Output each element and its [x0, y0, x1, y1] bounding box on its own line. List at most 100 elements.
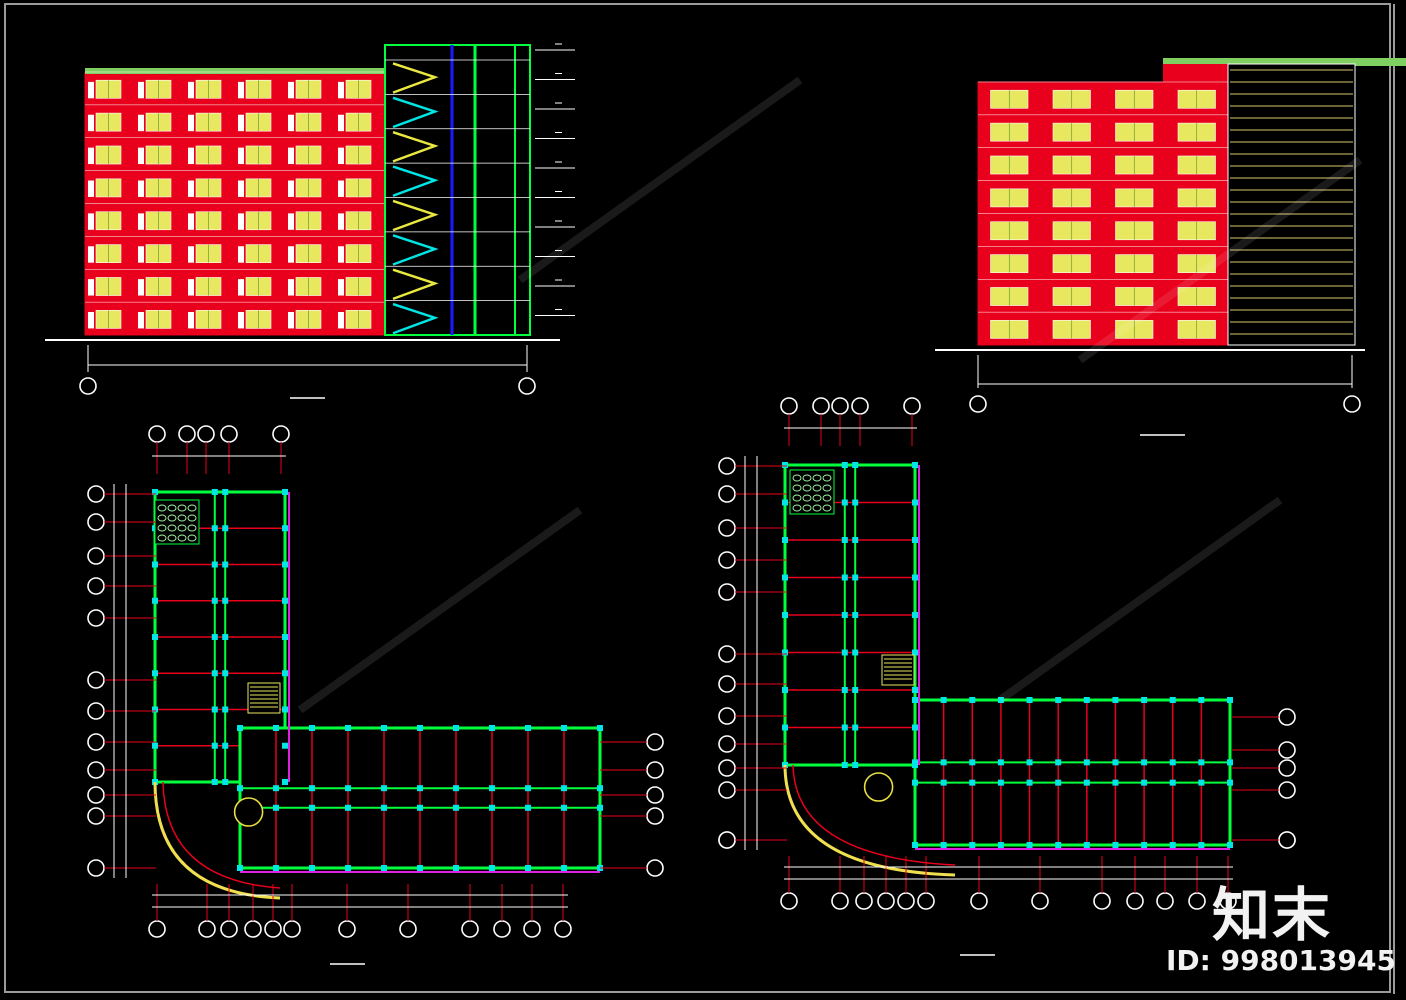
structural-column — [381, 804, 387, 811]
structural-column — [345, 725, 351, 731]
fixture — [187, 504, 197, 512]
axis-bubble — [718, 645, 736, 663]
structural-column — [1112, 842, 1119, 848]
structural-column — [1141, 759, 1148, 766]
fixture — [792, 484, 802, 492]
fixture — [822, 504, 832, 512]
axis-bubble — [87, 609, 105, 627]
axis-bubble — [1031, 892, 1049, 910]
structural-column — [912, 759, 918, 766]
fixture — [802, 504, 812, 512]
axis-bubble — [87, 702, 105, 720]
watermark-stroke — [517, 76, 803, 284]
axis-bubble — [272, 425, 290, 443]
axis-bubble — [198, 920, 216, 938]
structural-column — [282, 779, 288, 785]
stair-flight — [392, 199, 439, 232]
structural-column — [152, 706, 158, 713]
structural-column — [211, 489, 218, 495]
structural-column — [782, 612, 788, 618]
pier-window — [138, 213, 144, 230]
stair-flight — [392, 268, 439, 301]
structural-column — [969, 759, 976, 766]
structural-column — [237, 865, 243, 871]
structural-column — [1055, 697, 1062, 703]
stair-block — [881, 654, 915, 686]
structural-column — [273, 865, 279, 871]
fixture — [802, 474, 812, 482]
axis-bubble — [338, 920, 356, 938]
structural-column — [237, 725, 243, 731]
pier-window — [138, 180, 144, 197]
axis-bubble — [87, 547, 105, 565]
fixture — [167, 514, 177, 522]
structural-column — [1227, 842, 1233, 848]
structural-column — [1026, 779, 1033, 786]
structural-column — [417, 725, 423, 731]
structural-column — [282, 670, 288, 677]
axis-bubble — [461, 920, 479, 938]
structural-column — [211, 742, 218, 749]
structural-column — [222, 742, 229, 749]
structural-column — [211, 779, 218, 785]
axis-bubble — [523, 920, 541, 938]
pier-window — [138, 246, 144, 263]
axis-bubble — [87, 807, 105, 825]
structural-column — [1026, 759, 1033, 766]
axis-bubble — [855, 892, 873, 910]
watermark-stroke — [297, 506, 583, 714]
axis-bubble — [903, 397, 921, 415]
axis-bubble — [264, 920, 282, 938]
structural-column — [1055, 759, 1062, 766]
structural-column — [152, 742, 158, 749]
pier-window — [88, 147, 94, 165]
structural-column — [381, 865, 387, 871]
axis-bubble — [493, 920, 511, 938]
axis-bubble — [780, 892, 798, 910]
pier-window — [88, 279, 94, 296]
parapet — [85, 68, 385, 74]
toilet-block — [789, 469, 835, 515]
structural-column — [1198, 697, 1205, 703]
pier-window — [188, 81, 194, 99]
axis-bubble — [244, 920, 262, 938]
structural-column — [782, 574, 788, 581]
pier-window — [188, 114, 194, 132]
pier-window — [188, 147, 194, 165]
axis-bubble — [1188, 892, 1206, 910]
pier-window — [338, 246, 344, 263]
pier-window — [288, 81, 294, 99]
structural-column — [841, 762, 848, 768]
structural-column — [1112, 759, 1119, 766]
structural-column — [1083, 759, 1090, 766]
axis-bubble — [1126, 892, 1144, 910]
parapet — [1163, 58, 1406, 66]
fixture — [177, 524, 187, 532]
curved-wall-inner — [162, 781, 281, 889]
structural-column — [940, 842, 947, 848]
structural-column — [222, 706, 229, 713]
fixture — [177, 504, 187, 512]
fixture — [157, 514, 167, 522]
structural-column — [782, 499, 788, 506]
axis-bubble — [1278, 831, 1296, 849]
structural-column — [152, 670, 158, 677]
pier-window — [238, 246, 244, 263]
structural-column — [222, 525, 229, 532]
stair-flight — [392, 234, 439, 266]
structural-column — [282, 525, 288, 532]
structural-column — [273, 804, 279, 811]
stair-flight — [392, 131, 439, 163]
structural-column — [597, 785, 603, 792]
structural-column — [841, 649, 848, 656]
structural-column — [282, 561, 288, 568]
fixture — [177, 534, 187, 542]
structural-column — [309, 865, 315, 871]
fixture — [177, 514, 187, 522]
structural-column — [237, 785, 243, 792]
pier-window — [338, 147, 344, 165]
structural-column — [1227, 779, 1233, 786]
floor-plan-right — [718, 397, 1296, 956]
fixture — [792, 504, 802, 512]
structural-column — [525, 804, 531, 811]
